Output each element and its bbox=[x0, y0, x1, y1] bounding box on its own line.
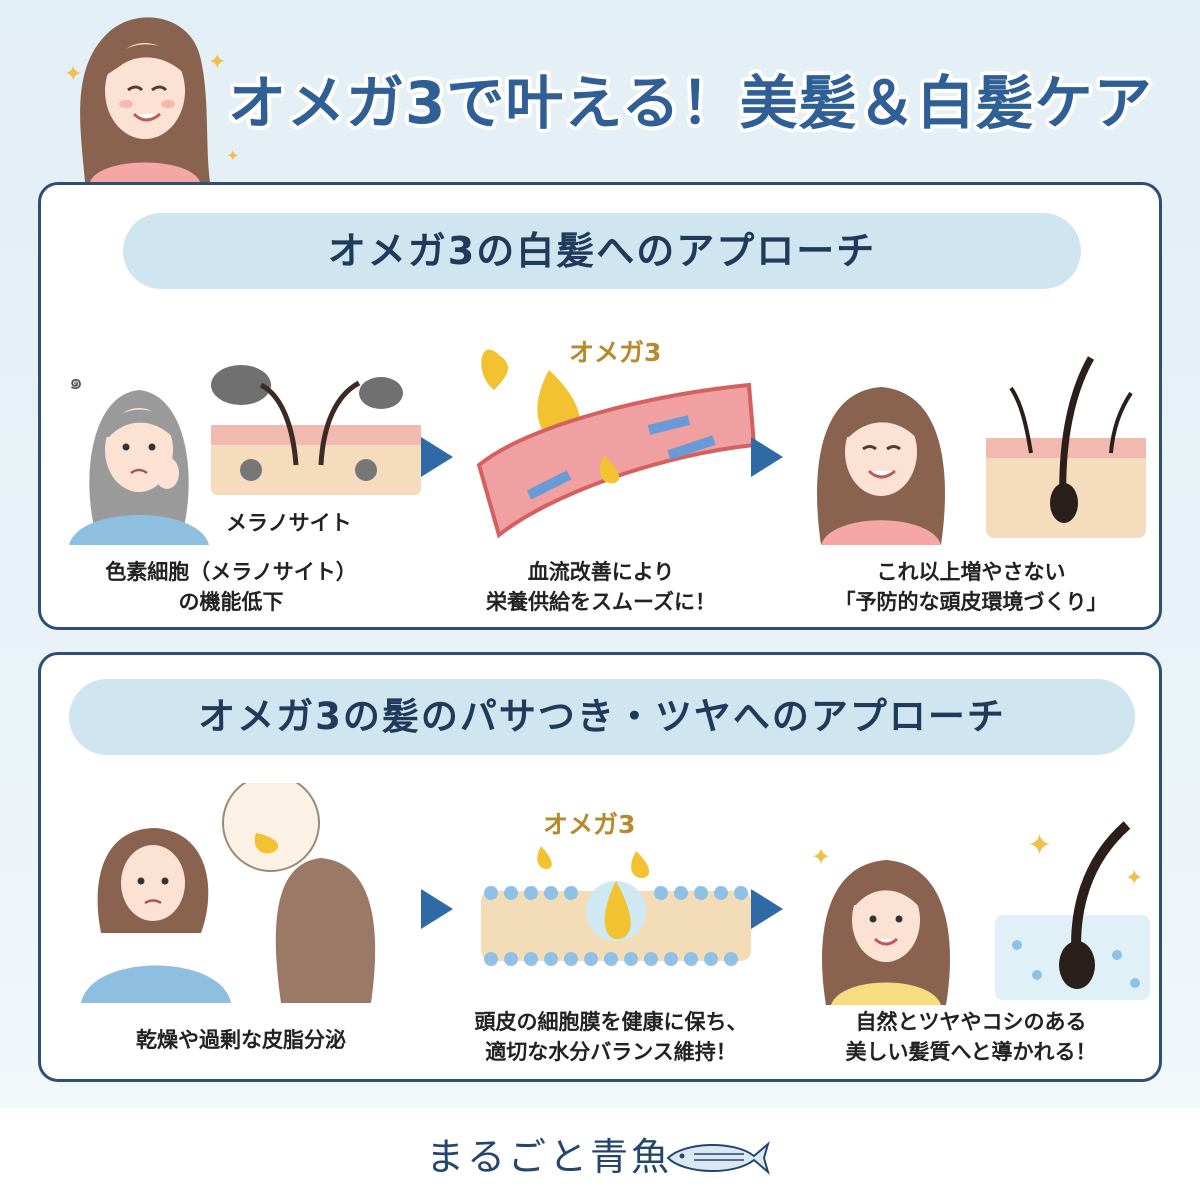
scalp-cross-section-illustration bbox=[211, 365, 421, 495]
dry-hair-woman-illustration bbox=[81, 783, 376, 1003]
melanocyte-label: メラノサイト bbox=[226, 511, 352, 535]
arrow-right-icon bbox=[751, 889, 783, 929]
arrow-right-icon bbox=[751, 437, 783, 477]
blood-vessel-illustration bbox=[476, 349, 757, 539]
step-caption: 色素細胞（メラノサイト）の機能低下 bbox=[105, 560, 357, 614]
step-caption: 乾燥や過剰な皮脂分泌 bbox=[136, 1028, 346, 1052]
sparkle-icon: ✦ bbox=[208, 50, 227, 75]
svg-text:✦: ✦ bbox=[1027, 828, 1052, 863]
shiny-hair-woman-illustration: ✦ bbox=[811, 843, 950, 1005]
section-heading: オメガ3の髪のパサつき・ツヤへのアプローチ bbox=[69, 679, 1135, 755]
step-caption: 頭皮の細胞膜を健康に保ち、適切な水分バランス維持！ bbox=[474, 1010, 748, 1064]
step-caption: これ以上増やさない「予防的な頭皮環境づくり」 bbox=[834, 560, 1108, 614]
happy-woman-illustration bbox=[817, 387, 945, 545]
section-dry-hair: オメガ3の髪のパサつき・ツヤへのアプローチ オメガ3 ✦ ✦ ✦ bbox=[38, 652, 1162, 1082]
omega3-label: オメガ3 bbox=[569, 338, 662, 367]
worried-gray-hair-woman-illustration: ๑ bbox=[69, 370, 209, 545]
header-woman-illustration bbox=[80, 17, 210, 182]
svg-text:✦: ✦ bbox=[1125, 866, 1143, 891]
section-heading: オメガ3の白髪へのアプローチ bbox=[123, 213, 1081, 289]
sparkle-icon: ✦ bbox=[64, 62, 83, 87]
footer: まるごと青魚 bbox=[0, 1108, 1200, 1200]
arrow-right-icon bbox=[421, 437, 453, 477]
section-gray-hair: オメガ3の白髪へのアプローチ ๑ メラノサイト オメガ3 bbox=[38, 182, 1162, 630]
cell-membrane-illustration bbox=[481, 846, 751, 966]
glossy-hair-strand-illustration: ✦ ✦ bbox=[995, 821, 1150, 1000]
page-title: オメガ3で叶える！美髪＆白髪ケア bbox=[228, 69, 1153, 137]
svg-text:๑: ๑ bbox=[69, 370, 83, 395]
omega3-label: オメガ3 bbox=[543, 810, 636, 839]
arrow-right-icon bbox=[421, 889, 453, 929]
svg-text:✦: ✦ bbox=[811, 843, 831, 871]
step-caption: 血流改善により栄養供給をスムーズに！ bbox=[486, 560, 716, 614]
step-caption: 自然とツヤやコシのある美しい髪質へと導かれる！ bbox=[845, 1010, 1097, 1064]
sparkle-icon: ✦ bbox=[226, 146, 240, 165]
brand-logo-text: まるごと青魚 bbox=[426, 1135, 673, 1179]
healthy-scalp-illustration bbox=[986, 356, 1146, 538]
fish-icon bbox=[666, 1141, 770, 1175]
